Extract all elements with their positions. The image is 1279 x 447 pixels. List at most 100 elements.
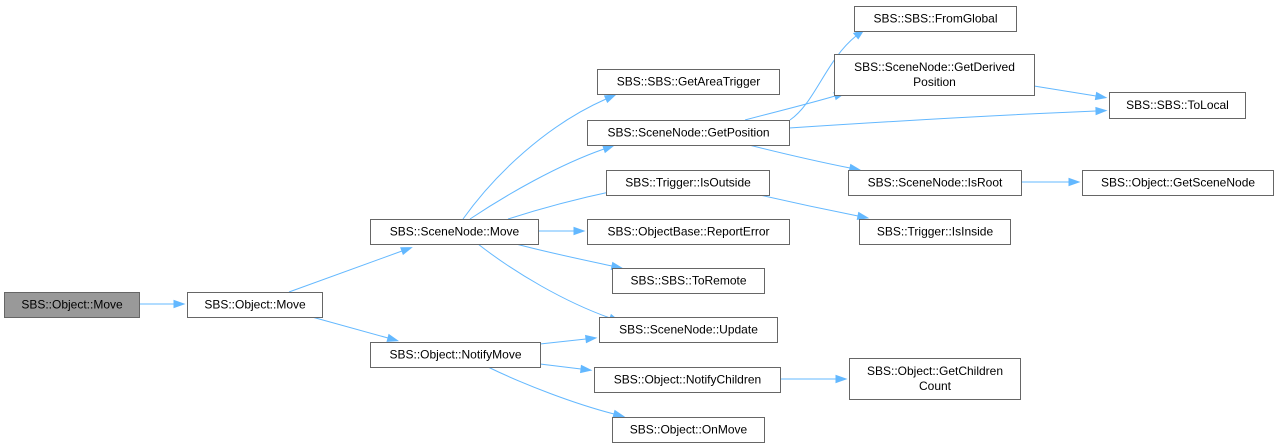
node-obj-move-root: SBS::Object::Move [4,292,140,318]
node-get-area-trigger[interactable]: SBS::SBS::GetAreaTrigger [597,69,780,95]
node-sn-getposition[interactable]: SBS::SceneNode::GetPosition [587,120,790,146]
node-sbs-toremote[interactable]: SBS::SBS::ToRemote [612,268,765,294]
node-label: Count [919,379,952,393]
node-trig-isinside[interactable]: SBS::Trigger::IsInside [859,219,1011,245]
edge-sn-isroot-to-obj-getscenenode [1021,177,1081,187]
node-label: SBS::Object::Move [204,298,306,312]
edge-sn-getposition-to-sbs-tolocal [788,106,1108,129]
edge-line [515,243,613,267]
node-box [370,342,541,368]
node-label: SBS::Trigger::IsOutside [625,176,751,190]
node-obj-getscenenode[interactable]: SBS::Object::GetSceneNode [1082,170,1274,196]
edge-obj-notifymove-to-sn-update [539,334,598,345]
node-box [587,219,790,245]
node-ob-reporterror[interactable]: SBS::ObjectBase::ReportError [587,219,790,245]
node-box [597,69,780,95]
node-box [834,54,1035,96]
node-label: SBS::SceneNode::Move [390,225,520,239]
edge-line [759,194,859,217]
node-label: SBS::SBS::FromGlobal [873,12,997,26]
edge-sn-getposition-to-sn-isroot [748,144,862,172]
node-label: SBS::SBS::ToRemote [630,274,746,288]
node-box [187,292,323,318]
node-label: SBS::SceneNode::IsRoot [868,176,1003,190]
node-box [587,120,790,146]
node-obj-move[interactable]: SBS::Object::Move [187,292,323,318]
edge-sn-move-to-get-area-trigger [462,94,617,220]
node-box [854,6,1017,32]
node-box [849,358,1021,400]
node-label: SBS::Object::OnMove [630,423,748,437]
edge-arrowhead [612,409,626,418]
node-box [612,417,765,443]
node-label: SBS::Object::Move [21,298,123,312]
edge-sn-move-to-sn-getposition [469,145,615,220]
node-obj-notifychildren[interactable]: SBS::Object::NotifyChildren [594,367,781,393]
node-box [599,317,778,343]
edge-arrowhead [573,226,586,236]
node-sbs-fromglobal[interactable]: SBS::SBS::FromGlobal [854,6,1017,32]
node-label: SBS::Trigger::IsInside [877,225,994,239]
node-label: SBS::SceneNode::Update [619,323,758,337]
node-label: SBS::SceneNode::GetDerived [854,60,1015,74]
edge-arrowhead [386,333,400,342]
node-box [370,219,539,245]
node-box [1082,170,1274,196]
node-sn-update[interactable]: SBS::SceneNode::Update [599,317,778,343]
edge-arrowhead [580,364,593,374]
edge-line [789,35,857,121]
edge-arrowhead [400,247,413,256]
edge-line [487,366,615,415]
edge-sn-getderived-to-sbs-tolocal [1033,85,1108,101]
edge-obj-notifychildren-to-obj-getchildren [780,374,848,384]
edge-arrowhead [856,211,870,220]
node-label: SBS::ObjectBase::ReportError [607,225,769,239]
edge-trig-isoutside-to-trig-isinside [759,194,870,220]
node-trig-isoutside[interactable]: SBS::Trigger::IsOutside [606,170,770,196]
edge-sn-move-to-ob-reporterror [538,226,586,236]
edge-line [539,363,582,370]
edge-line [507,190,615,220]
node-sn-isroot[interactable]: SBS::SceneNode::IsRoot [848,170,1022,196]
edge-arrowhead [1094,91,1108,101]
node-label: SBS::Object::NotifyChildren [614,373,761,387]
node-sn-move[interactable]: SBS::SceneNode::Move [370,219,539,245]
edge-arrowhead [603,94,617,104]
edge-line [288,250,403,293]
node-label: SBS::Object::GetChildren [867,364,1003,378]
node-label: SBS::Object::GetSceneNode [1101,176,1255,190]
node-box [612,268,765,294]
edge-obj-move-to-obj-notifymove [311,316,400,342]
edge-arrowhead [585,334,598,344]
node-label: SBS::Object::NotifyMove [389,348,521,362]
edge-line [477,243,611,319]
call-graph-edges [139,28,1108,418]
edge-obj-move-to-sn-move [288,247,413,293]
edge-obj-notifymove-to-obj-notifychildren [539,363,593,374]
node-box [859,219,1011,245]
edge-arrowhead [602,145,615,154]
edge-line [788,110,1097,129]
edge-line [462,98,607,220]
edge-arrowhead [1095,106,1108,116]
edge-arrowhead [835,374,848,384]
node-box [606,170,770,196]
edge-sn-move-to-sn-update [477,243,621,322]
node-obj-onmove[interactable]: SBS::Object::OnMove [612,417,765,443]
node-label: SBS::SBS::GetAreaTrigger [617,75,761,89]
node-label: SBS::SceneNode::GetPosition [607,126,769,140]
node-sbs-tolocal[interactable]: SBS::SBS::ToLocal [1109,92,1246,119]
edge-line [1033,85,1097,97]
edge-line [311,316,389,339]
node-box [4,292,140,318]
edge-line [539,338,587,345]
node-label: Position [913,75,956,89]
edge-line [748,144,851,169]
node-obj-notifymove[interactable]: SBS::Object::NotifyMove [370,342,541,368]
edge-line [744,95,836,121]
node-box [848,170,1022,196]
